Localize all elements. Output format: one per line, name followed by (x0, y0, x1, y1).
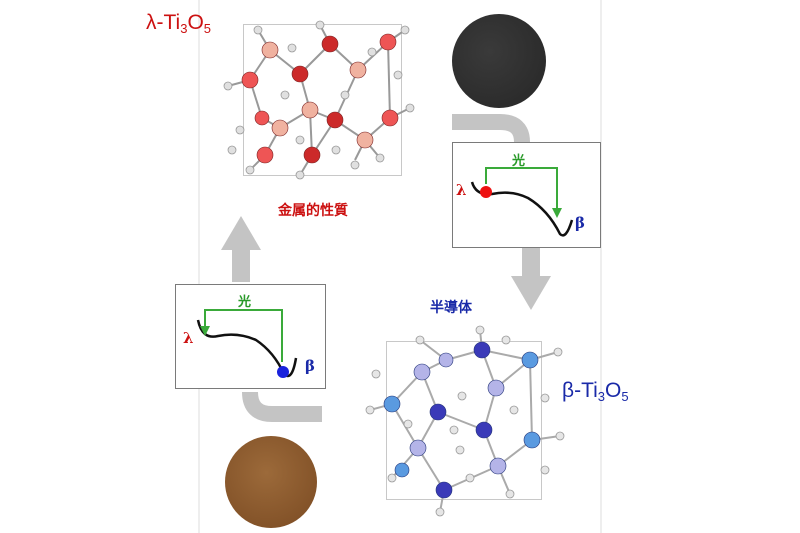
light-label-bottom: 光 (238, 295, 252, 310)
lambda-sample-image (452, 14, 546, 108)
beta-crystal-frame (386, 341, 542, 500)
up-arrow-head (221, 216, 261, 250)
down-arrow-head (511, 276, 551, 310)
lambda-property-label: 金属的性質 (278, 203, 348, 219)
up-arrow-shaft (232, 248, 250, 282)
state-ball-lambda (480, 186, 492, 198)
lambda-formula-label: λ-Ti3O5 (146, 11, 212, 36)
beta-formula-label: β-Ti3O5 (562, 379, 629, 404)
light-label-top: 光 (512, 154, 526, 169)
panel-right-edge (600, 0, 602, 533)
lambda-symbol-bottom: λ (183, 329, 194, 347)
down-arrow-shaft (522, 248, 540, 278)
beta-symbol-top: β (575, 214, 585, 232)
curved-arrow-bottom (242, 391, 322, 422)
beta-property-label: 半導体 (430, 300, 472, 316)
lambda-symbol-top: λ (456, 181, 467, 199)
energy-diagram-beta-to-lambda (175, 284, 326, 389)
energy-diagram-lambda-to-beta (452, 142, 601, 248)
curved-arrow-top (452, 114, 530, 143)
beta-sample-image (225, 436, 317, 528)
beta-symbol-bottom: β (305, 357, 315, 375)
state-ball-beta (277, 366, 289, 378)
panel-left-edge (198, 0, 200, 533)
